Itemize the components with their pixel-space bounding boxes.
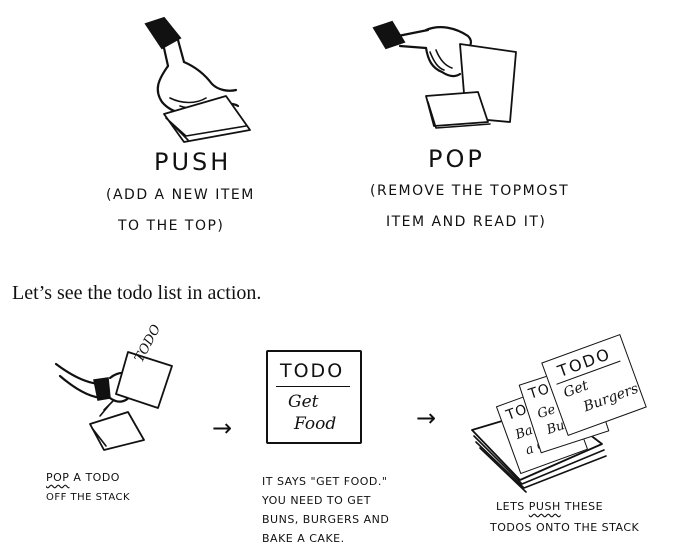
pop-caption-line2: ITEM AND READ IT) xyxy=(386,214,547,230)
intro-paragraph: Let’s see the todo list in action. xyxy=(12,282,262,304)
stack-note-middle-line1: Ge xyxy=(535,402,558,423)
arrow-right-icon: → xyxy=(212,414,233,442)
stack-note-front-title: TODO xyxy=(555,344,614,381)
step3-caption-push: PUSH xyxy=(528,500,561,513)
pop-caption-line1: (REMOVE THE TOPMOST xyxy=(370,183,570,199)
stack-note-front-line2: Burgers xyxy=(581,380,641,416)
step1-caption-rest: A TODO xyxy=(69,471,120,484)
push-caption-line2: TO THE TOP) xyxy=(118,218,225,234)
todo-card-line2: Food xyxy=(294,414,337,434)
pop-title: POP xyxy=(428,145,485,173)
step3-caption-post: THESE xyxy=(560,500,604,513)
arrow-right-icon: → xyxy=(416,404,437,432)
step2-caption-line3: BUNS, BURGERS AND xyxy=(262,513,390,526)
todo-card-title: TODO xyxy=(280,360,345,382)
step2-caption-line1: IT SAYS "GET FOOD." xyxy=(262,475,388,488)
step2-caption-line2: YOU NEED TO GET xyxy=(262,494,371,507)
step1-caption-line2: OFF THE STACK xyxy=(46,492,131,503)
todo-card-line1: Get xyxy=(288,392,319,412)
push-caption-line1: (ADD A NEW ITEM xyxy=(106,187,255,203)
todo-card-divider xyxy=(276,386,350,387)
step2-caption-line4: BAKE A CAKE. xyxy=(262,532,345,545)
step1-caption-line1: POP A TODO xyxy=(46,468,120,487)
todo-card: TODO Get Food xyxy=(266,350,362,444)
step1-caption-pop: POP xyxy=(46,471,70,484)
step3-caption-pre: LETS xyxy=(496,500,529,513)
step3-caption-line2: TODOS ONTO THE STACK xyxy=(490,521,640,534)
step3-caption-line1: LETS PUSH THESE xyxy=(496,497,603,516)
pop-illustration xyxy=(372,20,517,129)
push-illustration xyxy=(144,16,251,143)
push-title: PUSH xyxy=(154,148,232,176)
step1-illustration xyxy=(54,351,173,451)
